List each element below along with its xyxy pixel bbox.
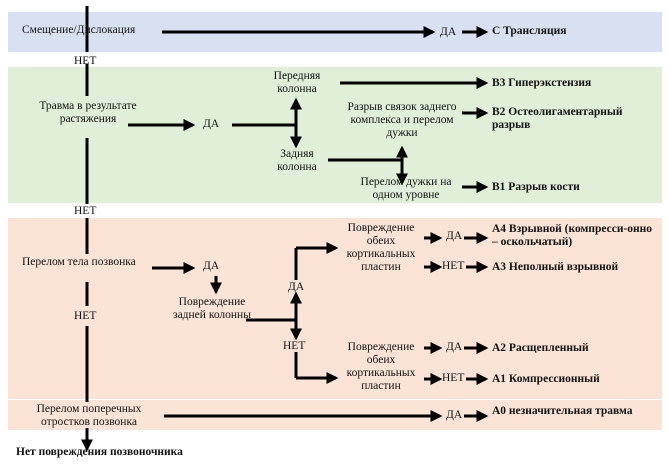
label-c-yes: ДА [440, 26, 457, 38]
node-posterior-damage: Повреждение задней колонны [173, 296, 251, 321]
result-b1: B1 Разрыв кости [492, 181, 580, 193]
question-dislocation: Смещение/Дислокация [22, 24, 136, 36]
label-a1-no: НЕТ [442, 372, 465, 384]
band-distraction [8, 67, 662, 203]
question-transverse-process: Перелом поперечных отростков позвонка [36, 403, 142, 428]
label-a4-yes: ДА [446, 230, 463, 242]
node-ligament-rupture: Разрыв связок заднего комплекса и перело… [347, 101, 457, 139]
node-arch-fracture: Перелом дужки на одном уровне [360, 176, 452, 201]
result-a3: А3 Неполный взрывной [492, 261, 619, 273]
node-endplates-upper: Повреждение обеих кортикальных пластин [346, 222, 416, 273]
result-no-injury: Нет повреждения позвоночника [16, 446, 183, 458]
label-a0-yes: ДА [446, 409, 463, 421]
label-a-no: НЕТ [74, 310, 97, 322]
question-vertebral-body: Перелом тела позвонка [22, 256, 136, 268]
label-c-no: НЕТ [74, 55, 97, 67]
label-a2-yes: ДА [446, 341, 463, 353]
result-a1: А1 Компрессионный [492, 373, 600, 385]
node-posterior-column: Задняя колонна [277, 148, 317, 173]
label-a-yes: ДА [203, 260, 220, 272]
result-a2: А2 Расщепленный [492, 342, 589, 354]
result-b3: B3 Гиперэкстензия [492, 77, 592, 89]
label-b-yes: ДА [203, 118, 220, 130]
node-anterior-column: Передняя колонна [273, 70, 321, 95]
label-mid-no: НЕТ [283, 340, 306, 352]
result-c-translation: C Трансляция [492, 25, 567, 37]
result-a0: А0 незначительная травма [492, 405, 633, 417]
node-endplates-lower: Повреждение обеих кортикальных пластин [346, 341, 416, 392]
label-mid-yes: ДА [288, 281, 305, 293]
label-b-no: НЕТ [74, 205, 97, 217]
result-a4: А4 Взрывной (компресси-онно – оскольчаты… [492, 223, 653, 248]
label-a3-no: НЕТ [442, 260, 465, 272]
result-b2: B2 Остеолигаментарный разрыв [492, 106, 623, 131]
question-distraction: Травма в результате растяжения [39, 100, 137, 125]
